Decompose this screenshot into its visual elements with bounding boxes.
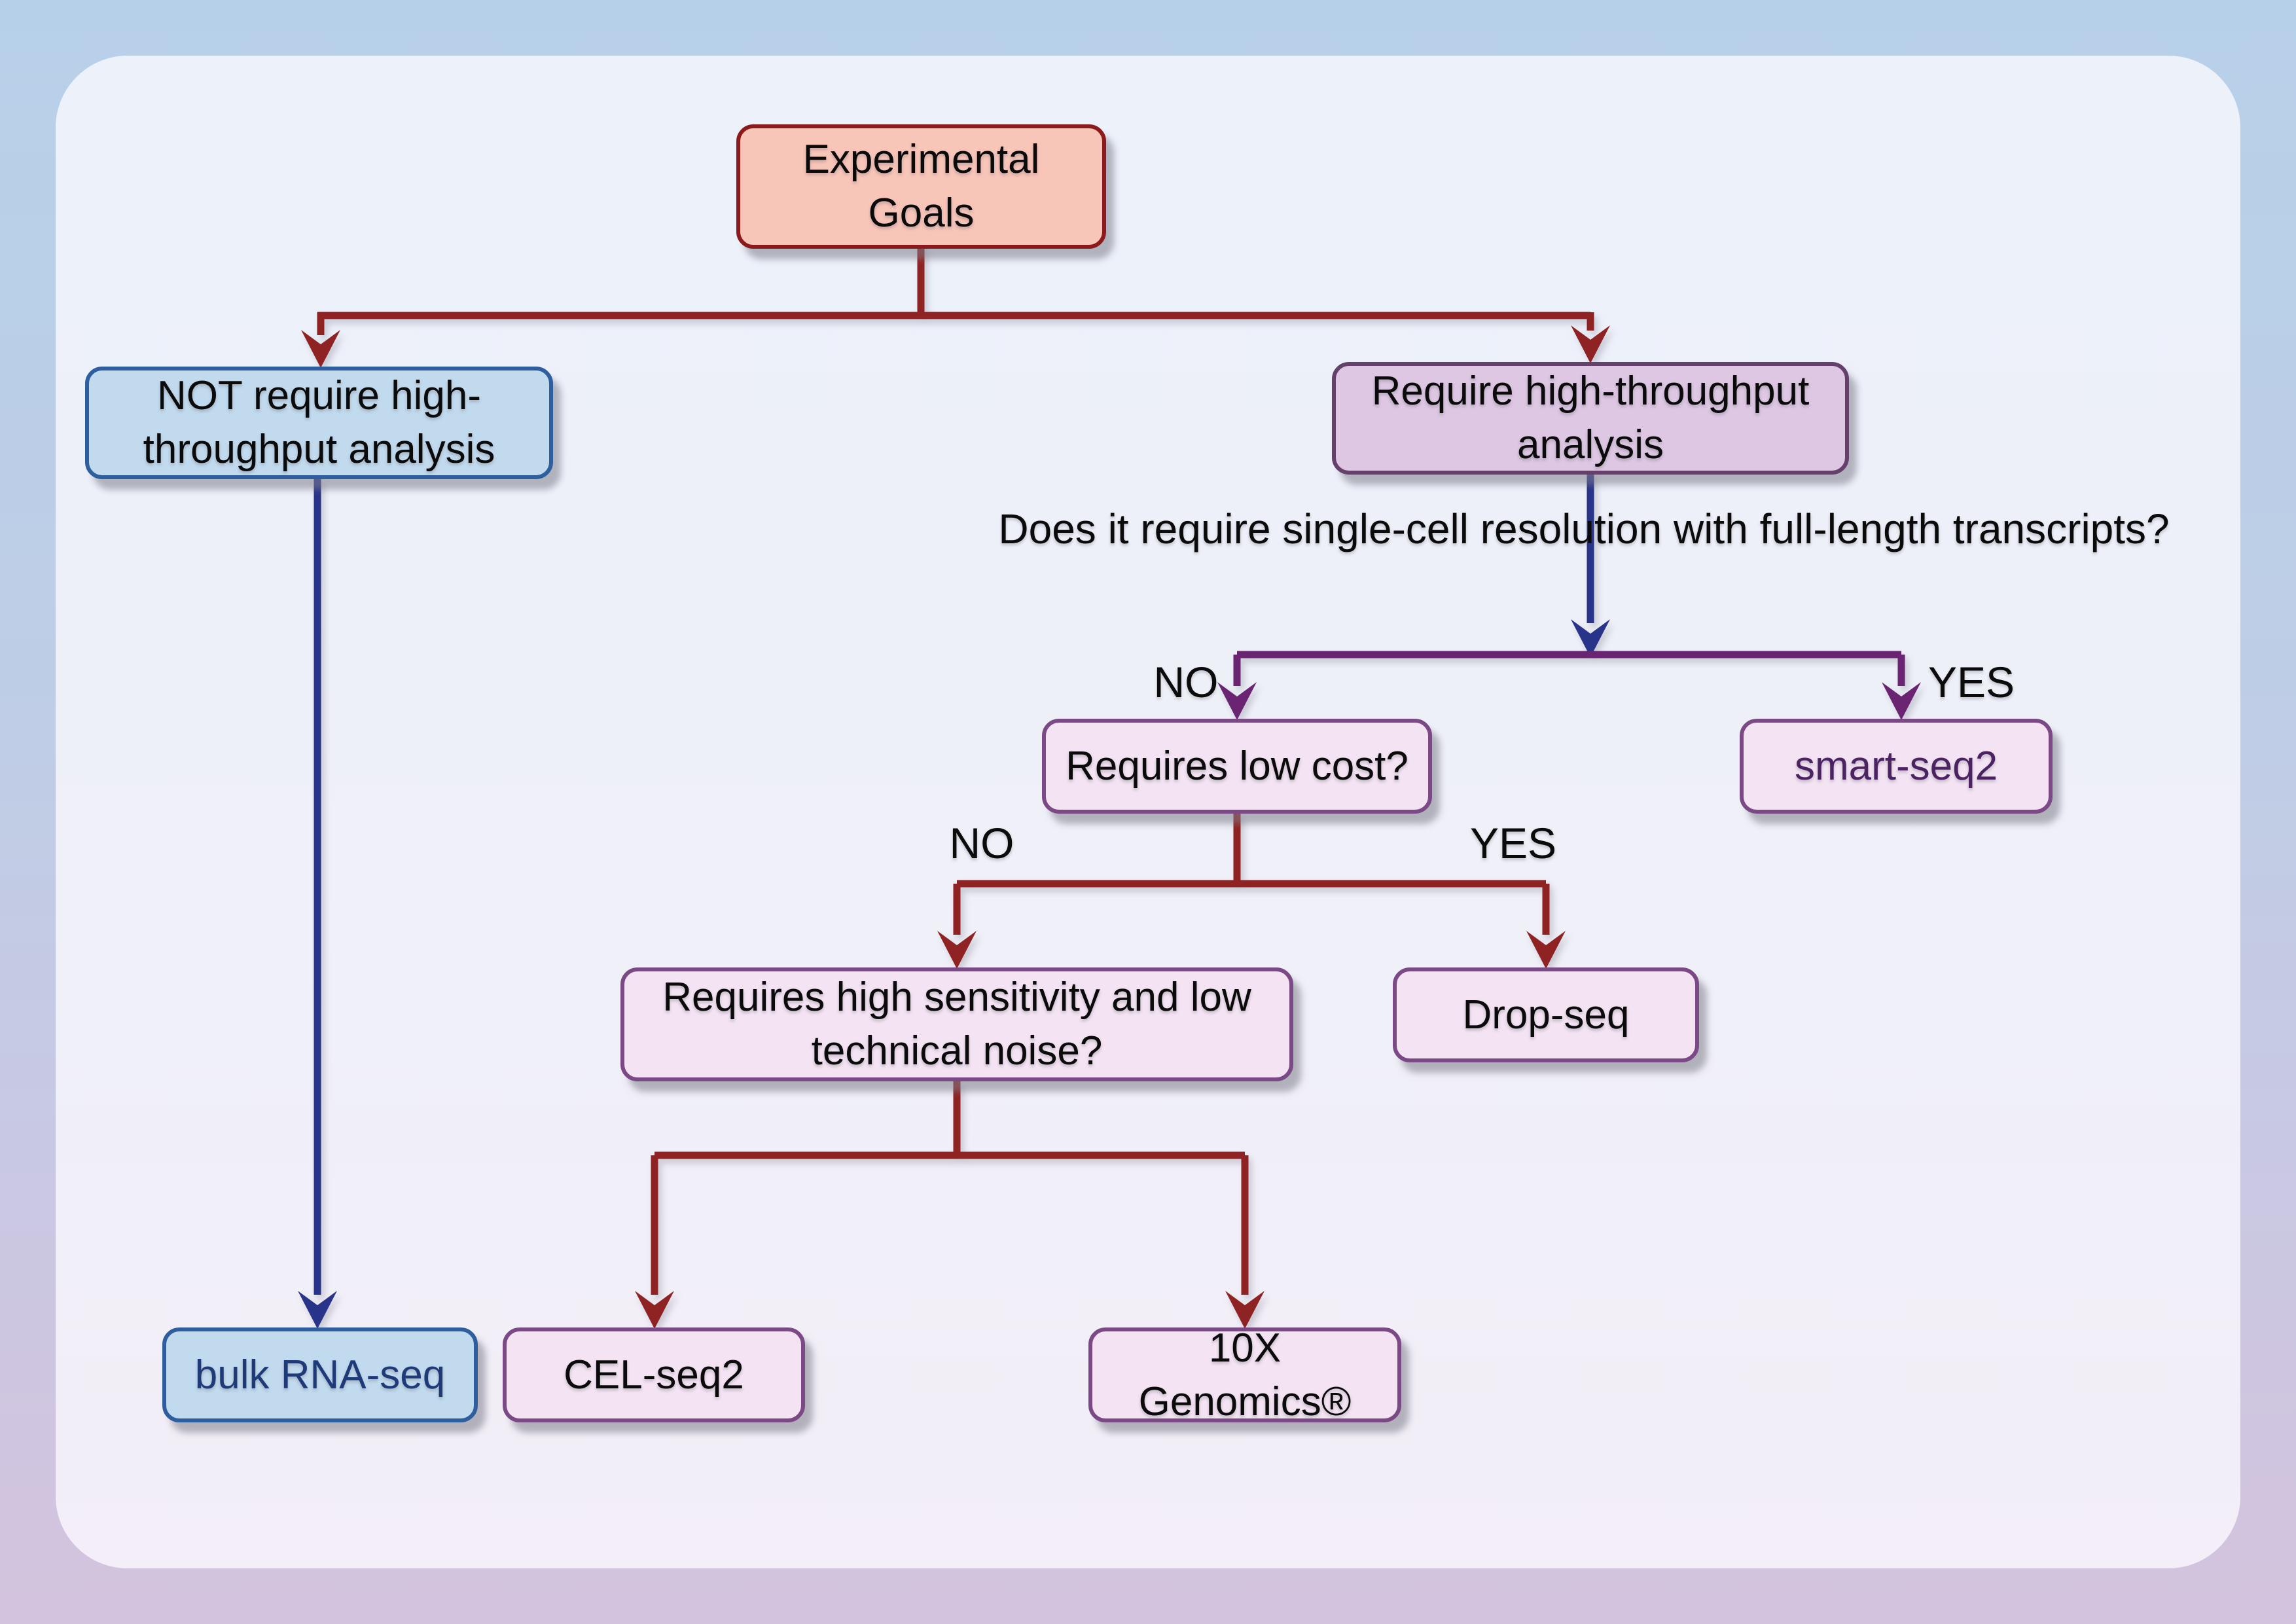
- question-single-cell-resolution: Does it require single-cell resolution w…: [998, 505, 2170, 552]
- branch-single-cell-question: [1571, 473, 1610, 657]
- node-label: Requires low cost?: [1066, 743, 1408, 789]
- branch-single-cell-split: [1217, 651, 1921, 720]
- node-drop-seq: Drop-seq: [1393, 967, 1699, 1062]
- node-label: bulk RNA-seq: [194, 1352, 446, 1398]
- branch-sensitivity-split: [635, 1081, 1265, 1329]
- branch-label-yes-single-cell: YES: [1928, 658, 2015, 706]
- node-requires-low-cost: Requires low cost?: [1042, 719, 1432, 814]
- node-not-high-throughput: NOT require high-throughput analysis: [85, 367, 553, 479]
- node-label: smart-seq2: [1794, 743, 1998, 789]
- node-label: Require high-throughput analysis: [1371, 369, 1810, 467]
- branch-label-no-low-cost: NO: [949, 819, 1014, 867]
- arrowhead-to-requires-sensitivity: [937, 931, 977, 969]
- node-label: Drop-seq: [1462, 992, 1630, 1038]
- node-experimental-goals: Experimental Goals: [736, 124, 1106, 249]
- branch-experimental-goals: [301, 245, 1610, 368]
- arrowhead-to-drop-seq: [1526, 931, 1566, 969]
- arrowhead-to-not-high-throughput: [301, 330, 340, 368]
- branch-low-cost-split: [937, 814, 1566, 969]
- node-bulk-rna-seq: bulk RNA-seq: [162, 1327, 478, 1422]
- node-smart-seq2: smart-seq2: [1740, 719, 2053, 814]
- node-requires-sensitivity: Requires high sensitivity and low techni…: [620, 967, 1293, 1081]
- node-require-high-throughput: Require high-throughput analysis: [1332, 362, 1849, 475]
- node-cel-seq2: CEL-seq2: [503, 1327, 805, 1422]
- arrowhead-to-require-high-throughput: [1571, 325, 1610, 363]
- arrowhead-to-tenx-genomics: [1225, 1291, 1265, 1329]
- branch-label-yes-low-cost: YES: [1469, 819, 1557, 867]
- node-label: NOT require high-throughput analysis: [143, 373, 495, 472]
- node-tenx-genomics: 10X Genomics®: [1088, 1326, 1401, 1424]
- node-label: CEL-seq2: [564, 1352, 744, 1398]
- arrowhead-to-bulk-rna-seq: [298, 1291, 337, 1329]
- arrowhead-to-smart-seq2: [1882, 682, 1921, 720]
- node-label: Requires high sensitivity and low techni…: [662, 975, 1251, 1074]
- arrowhead-to-requires-low-cost: [1217, 682, 1257, 720]
- arrowhead-to-split: [1571, 619, 1610, 657]
- branch-label-no-single-cell: NO: [1153, 658, 1219, 706]
- node-label: Experimental Goals: [802, 137, 1040, 236]
- branch-bulk-rna-seq: [298, 478, 337, 1329]
- arrowhead-to-cel-seq2: [635, 1291, 674, 1329]
- node-label: 10X Genomics®: [1138, 1325, 1352, 1424]
